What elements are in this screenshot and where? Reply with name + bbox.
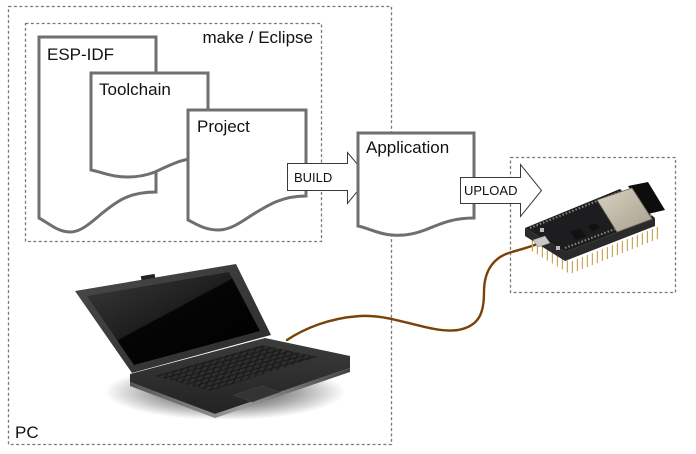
laptop-screen <box>87 272 260 365</box>
board-pcb-edge <box>525 218 655 261</box>
laptop-base-edge <box>130 368 350 418</box>
upload-arrow-label: UPLOAD <box>464 183 517 198</box>
project-label: Project <box>197 117 250 136</box>
laptop-touchpad <box>233 385 281 403</box>
board-chip <box>570 228 586 240</box>
pc-label: PC <box>15 423 39 442</box>
board-antenna <box>628 182 665 214</box>
board-pins <box>530 226 660 274</box>
laptop-keyboard <box>155 345 318 391</box>
target-group-border <box>509 156 677 294</box>
usb-cable <box>285 242 539 342</box>
upload-arrow-shape <box>460 163 543 218</box>
build-arrow-label: BUILD <box>294 170 332 185</box>
build-env-border <box>24 22 323 243</box>
toolchain-label: Toolchain <box>99 80 171 99</box>
board-regulator <box>588 223 600 231</box>
project-doc-shape <box>186 108 308 232</box>
laptop-icon <box>75 264 350 420</box>
laptop-webcam <box>140 273 156 281</box>
board-rf-shield <box>596 187 653 233</box>
board-usb-connector <box>532 235 551 248</box>
board-button-reset <box>556 246 560 250</box>
board-header-back <box>529 190 623 229</box>
esp32-board-icon <box>525 182 665 274</box>
upload-arrow: UPLOAD <box>460 163 543 218</box>
build-env-group: make / Eclipse <box>24 22 323 243</box>
application-label: Application <box>366 138 449 157</box>
project-document: Project <box>186 108 308 232</box>
board-button-boot <box>540 228 544 232</box>
application-document: Application <box>356 131 476 237</box>
build-env-label: make / Eclipse <box>202 28 313 47</box>
esp-idf-label: ESP-IDF <box>47 45 114 64</box>
application-doc-shape <box>356 131 476 237</box>
